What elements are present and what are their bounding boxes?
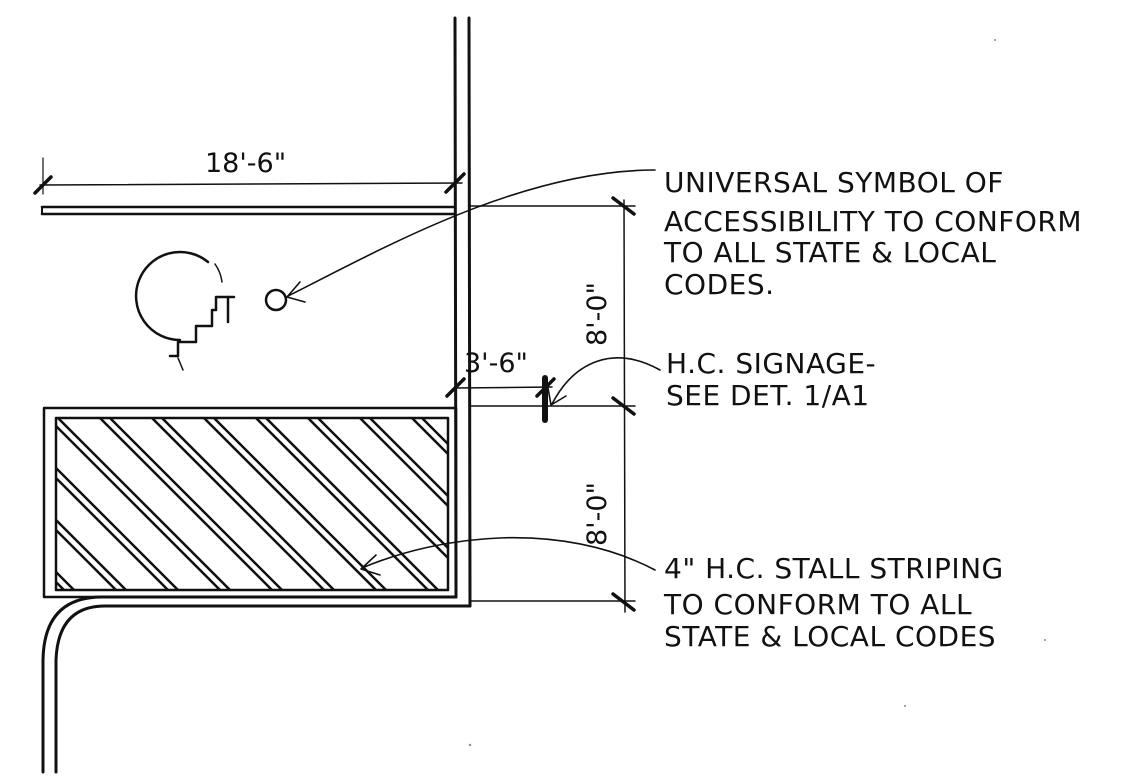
dimension-label-18-6: 18'-6" [205, 148, 286, 179]
stripe-line [56, 466, 180, 590]
stripe-line [56, 476, 170, 590]
stripe-line [0, 410, 32, 610]
svg-text:STATE & LOCAL CODES: STATE & LOCAL CODES [664, 620, 996, 653]
stripe-line [108, 418, 284, 590]
svg-text:UNIVERSAL SYMBOL OF: UNIVERSAL SYMBOL OF [664, 166, 1004, 199]
dimension-3-6 [445, 377, 556, 398]
paper-specks [468, 39, 1046, 747]
svg-text:ACCESSIBILITY TO CONFORM: ACCESSIBILITY TO CONFORM [664, 205, 1082, 238]
stripe-line [56, 424, 222, 590]
stripe-line [160, 418, 336, 590]
stripe-line [358, 418, 448, 508]
stripe-line [56, 518, 128, 590]
svg-text:SEE DET. 1/A1: SEE DET. 1/A1 [666, 379, 870, 412]
note-hc-signage: H.C. SIGNAGE- SEE DET. 1/A1 [666, 347, 876, 412]
stripe-line [316, 418, 448, 550]
stripe-line [150, 418, 326, 590]
stripe-line [0, 410, 42, 610]
stripe-line [456, 410, 656, 610]
stripe-line [264, 418, 440, 590]
stripe-line [410, 418, 448, 456]
stripe-line [420, 418, 448, 446]
dimension-18-6 [33, 157, 466, 195]
svg-text:TO CONFORM TO ALL: TO CONFORM TO ALL [663, 588, 972, 621]
aisle-reference-lines [469, 205, 636, 602]
stripe-line [56, 528, 118, 590]
stripe-line [56, 570, 76, 590]
note-accessibility-symbol: UNIVERSAL SYMBOL OF ACCESSIBILITY TO CON… [663, 166, 1082, 301]
svg-text:TO ALL STATE & LOCAL: TO ALL STATE & LOCAL [663, 236, 996, 269]
stripe-line [56, 418, 232, 590]
svg-text:4" H.C. STALL STRIPING: 4" H.C. STALL STRIPING [664, 552, 1004, 585]
svg-text:CODES.: CODES. [664, 268, 775, 301]
curb-wall [41, 16, 472, 774]
leader-arrows [286, 169, 661, 576]
svg-text:H.C. SIGNAGE-: H.C. SIGNAGE- [666, 347, 876, 380]
dimension-label-3-6: 3'-6" [464, 348, 528, 379]
note-stall-striping: 4" H.C. STALL STRIPING TO CONFORM TO ALL… [663, 552, 1004, 653]
stripe-line [306, 418, 448, 560]
stripe-line [212, 418, 388, 590]
stripe-line [368, 418, 448, 498]
dimension-8-0-pair [611, 196, 636, 613]
stripe-line [202, 418, 378, 590]
dimension-label-lower-8-0: 8'-0" [582, 482, 613, 546]
dimension-label-upper-8-0: 8'-0" [582, 282, 613, 346]
accessibility-symbol-icon [134, 250, 288, 371]
stripe-line [98, 418, 274, 590]
stall-top-line [40, 205, 457, 216]
stripe-line [254, 418, 430, 590]
stripe-line [466, 410, 666, 610]
hc-stall-striping [0, 406, 666, 610]
